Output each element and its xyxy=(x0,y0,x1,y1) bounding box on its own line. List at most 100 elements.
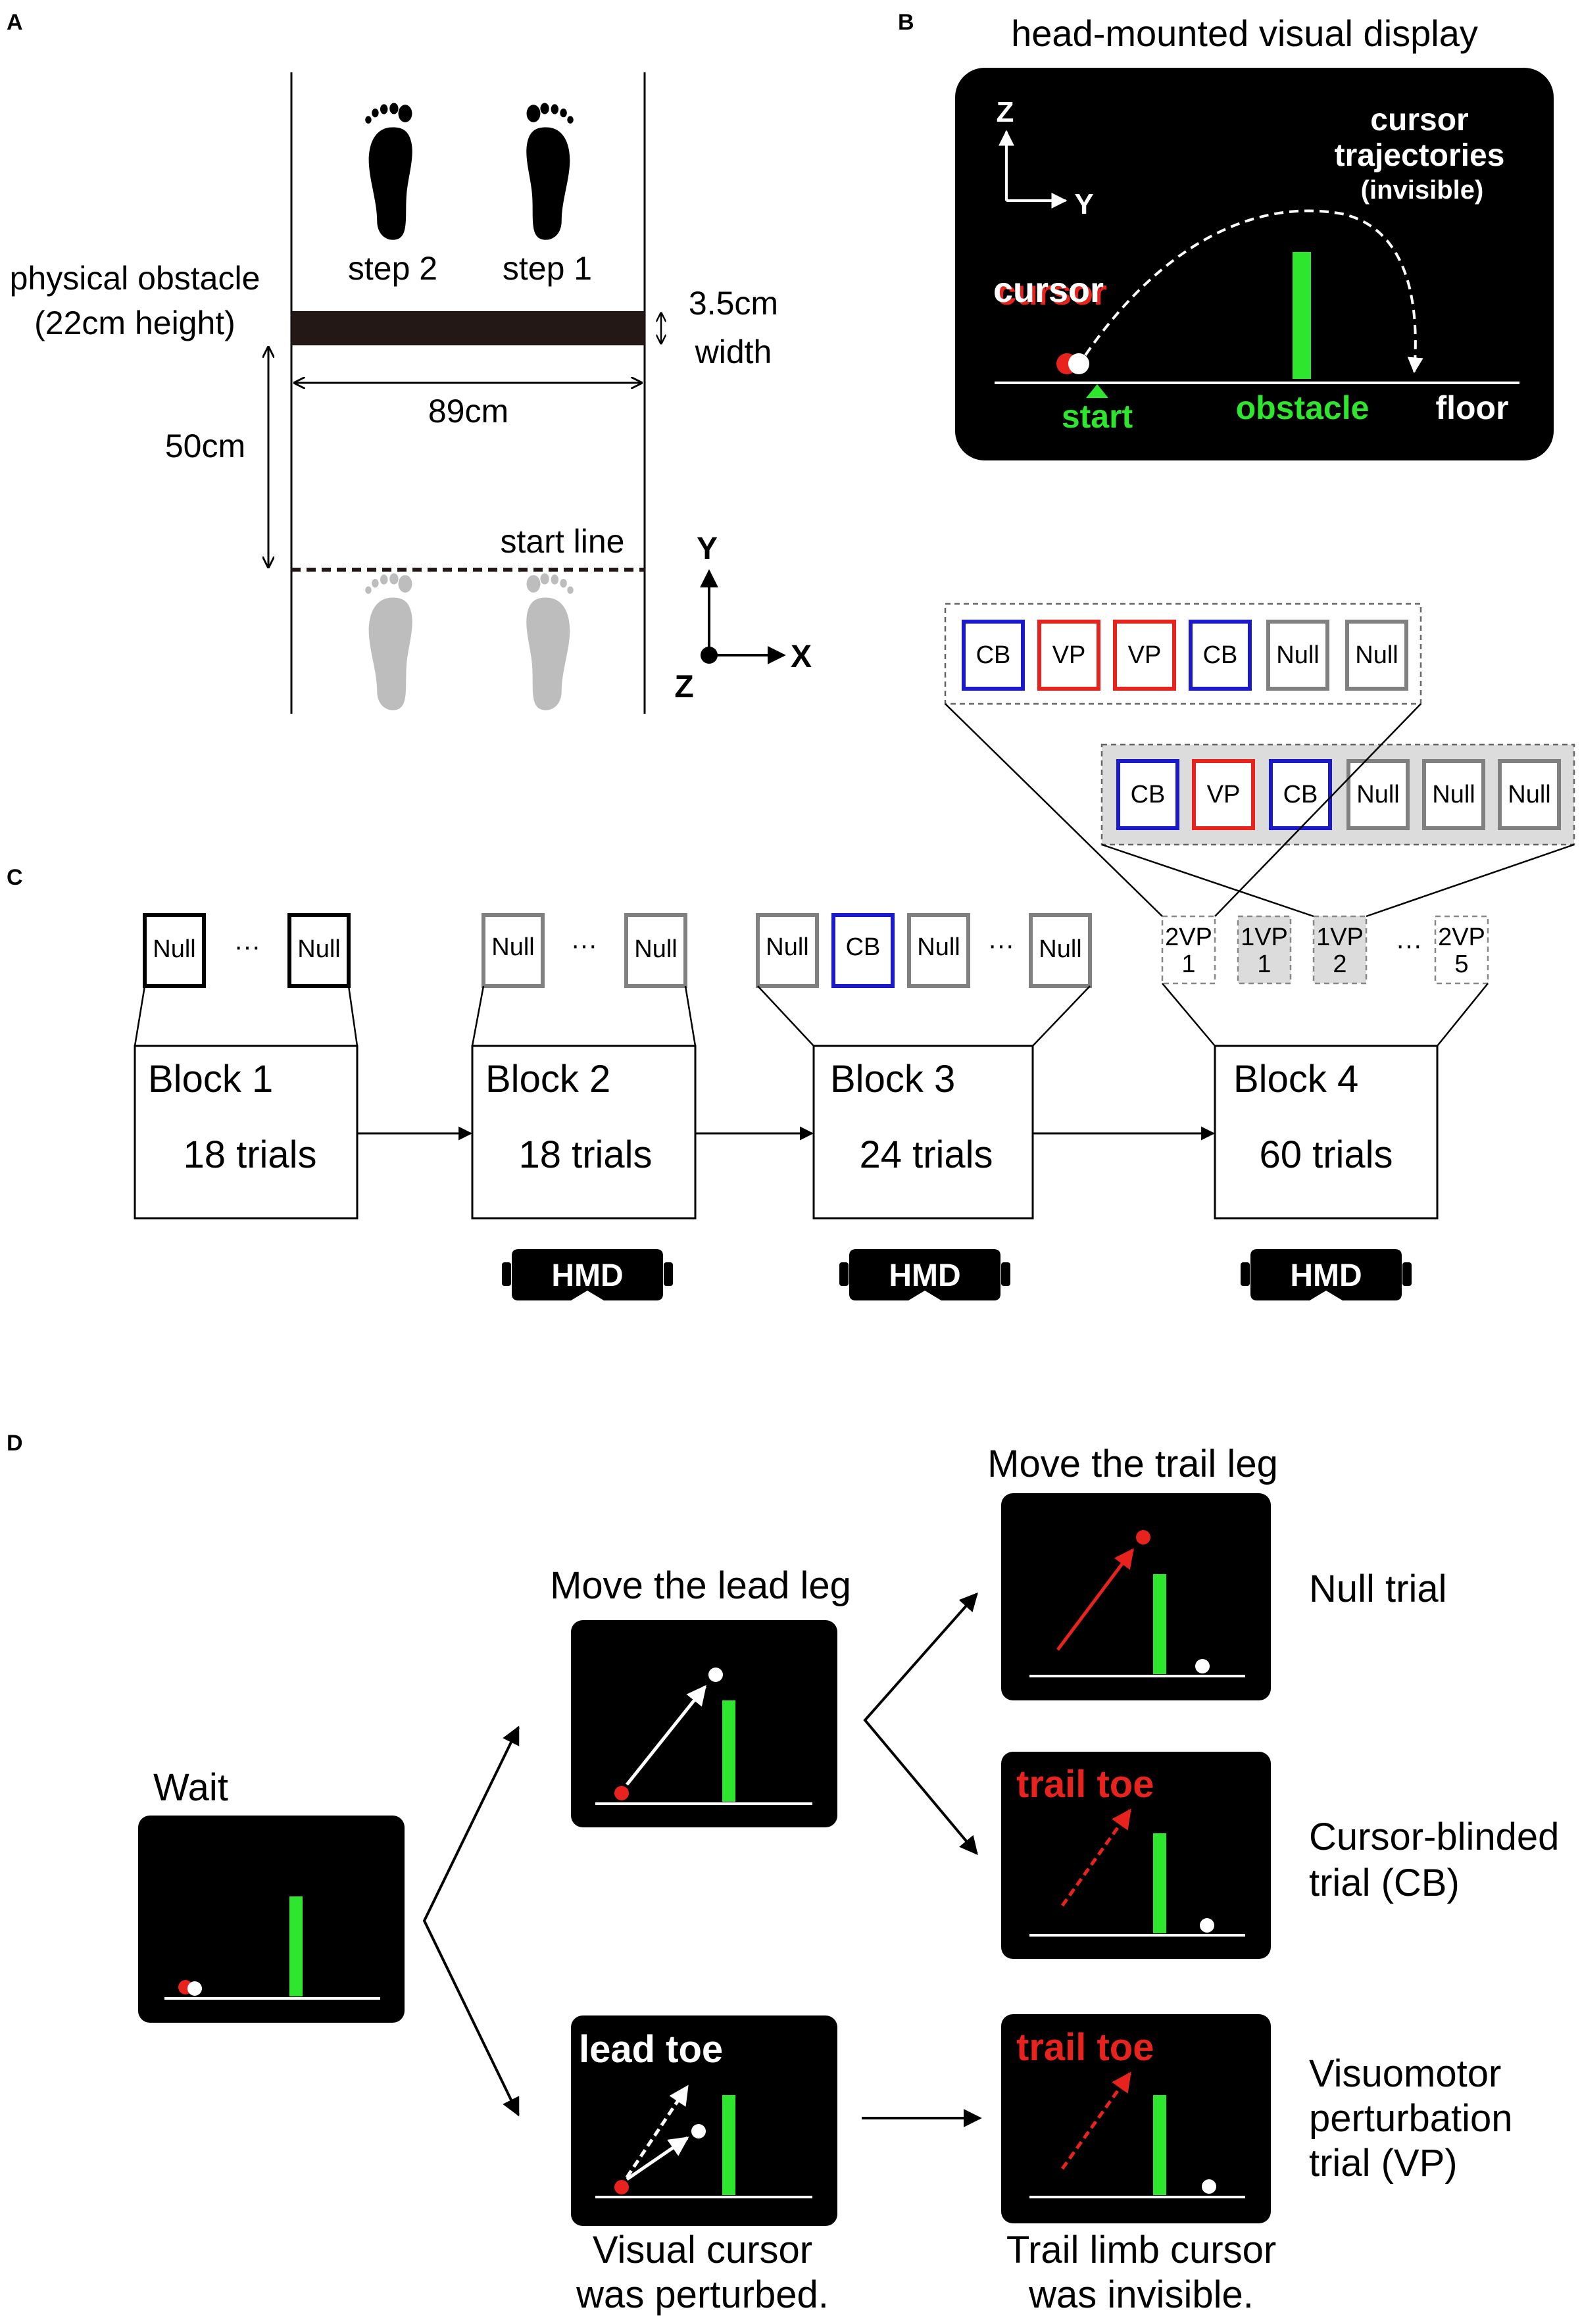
floor-label: floor xyxy=(1435,389,1508,426)
screen-obstacle xyxy=(289,1896,303,1996)
cursor-red-dot xyxy=(614,1786,629,1800)
cursor-label: cursor xyxy=(993,270,1104,310)
trial-label: CB xyxy=(1283,781,1318,808)
wait-label: Wait xyxy=(153,1766,228,1809)
axis-x-label: X xyxy=(791,639,812,674)
label-step1: step 1 xyxy=(503,250,592,287)
ellipsis: ··· xyxy=(1396,931,1422,960)
trial-label: Null xyxy=(491,933,534,961)
subblock-1vp xyxy=(1237,915,1292,985)
trial-label: Null xyxy=(297,935,340,963)
screen-obstacle xyxy=(722,1700,735,1802)
panel-a: step 2 step 1 physical obstacle (22cm he… xyxy=(10,72,812,714)
panel-label-a: A xyxy=(7,10,23,35)
lead-toe-label: lead toe xyxy=(579,2028,723,2071)
panel-d: Wait Move the lead leg Move the trail le… xyxy=(138,1443,1559,2316)
screen-axis-y-label: Y xyxy=(1074,188,1093,220)
cb-label-line1: Cursor-blinded xyxy=(1309,1816,1559,1858)
panel-label-d: D xyxy=(7,1431,23,1456)
expansion-connectors xyxy=(945,703,1575,918)
lead-move-label: Move the lead leg xyxy=(550,1564,851,1607)
trial-label: Null xyxy=(1356,781,1399,808)
foot-step1-icon xyxy=(526,103,574,239)
panel-label-c: C xyxy=(7,865,23,890)
obstacle-label-line2: (22cm height) xyxy=(34,305,235,341)
hmd-label: HMD xyxy=(551,1258,623,1293)
trial-null xyxy=(624,913,687,988)
trial-cb xyxy=(1189,620,1252,691)
cursor-white-dot xyxy=(1202,2179,1216,2194)
walkway-width-label: 89cm xyxy=(428,393,508,430)
screen-null xyxy=(1001,1493,1271,1700)
subblock-index: 1 xyxy=(1181,951,1195,978)
trial-label: Null xyxy=(634,935,677,963)
trial-null xyxy=(1345,620,1408,691)
panel-b: head-mounted visual display Z Y cursor t… xyxy=(955,12,1554,460)
trial-label: CB xyxy=(846,933,881,961)
cursor-label-shadow: cursor xyxy=(997,273,1107,312)
hmd-screen xyxy=(955,68,1554,460)
block-trials: 60 trials xyxy=(1259,1133,1393,1176)
trial-label: Null xyxy=(1276,641,1319,669)
vp-label-line1: Visuomotor xyxy=(1309,2052,1501,2095)
subblock-index: 2 xyxy=(1333,951,1346,978)
screen-axis-z-label: Z xyxy=(997,96,1014,128)
vp-label-line3: trial (VP) xyxy=(1309,2142,1458,2185)
trail-toe-label: trail toe xyxy=(1016,2026,1154,2069)
subblock-label: 2VP xyxy=(1438,924,1485,951)
block-name: Block 3 xyxy=(830,1058,955,1100)
cursor-white-dot xyxy=(1068,353,1089,374)
block-trials: 18 trials xyxy=(183,1133,316,1176)
block-name: Block 4 xyxy=(1233,1058,1358,1100)
trail-move-label: Move the trail leg xyxy=(987,1443,1278,1485)
sequence-1vp-panel xyxy=(1100,743,1575,846)
block-trials: 24 trials xyxy=(859,1133,993,1176)
trial-label: Null xyxy=(766,933,808,961)
block-4 xyxy=(1214,1045,1439,1220)
invisible-caption-line2: was invisible. xyxy=(1028,2273,1254,2316)
screen-obstacle xyxy=(722,2095,735,2195)
perturbed-caption-line1: Visual cursor xyxy=(593,2229,812,2271)
axis-y-label: Y xyxy=(697,532,718,566)
obstacle-label-line1: physical obstacle xyxy=(10,260,260,297)
traj-label-line2: trajectories xyxy=(1335,138,1505,173)
width-label: width xyxy=(695,334,772,370)
trial-label: VP xyxy=(1207,781,1241,808)
physical-obstacle-bar xyxy=(291,311,645,345)
cursor-white-dot xyxy=(187,1981,202,1996)
subblock-1vp xyxy=(1312,915,1368,985)
trial-null xyxy=(287,913,351,988)
hmd-display-title: head-mounted visual display xyxy=(1011,12,1478,54)
traj-label-line3: (invisible) xyxy=(1361,176,1484,205)
subblock-index: 1 xyxy=(1257,951,1271,978)
block-1 xyxy=(134,1045,358,1220)
cursor-white-dot xyxy=(1195,1659,1210,1673)
null-trial-label: Null trial xyxy=(1309,1568,1447,1610)
trial-label: Null xyxy=(917,933,960,961)
trial-label: CB xyxy=(1131,781,1166,808)
lead-move-arrow xyxy=(626,1685,706,1786)
trial-cb xyxy=(1116,759,1179,830)
label-step2: step 2 xyxy=(348,250,437,287)
trial-label: VP xyxy=(1052,641,1086,669)
invisible-caption-line1: Trail limb cursor xyxy=(1006,2229,1276,2271)
trial-cb xyxy=(831,913,895,988)
trial-label: Null xyxy=(153,935,195,963)
trial-label: Null xyxy=(1355,641,1398,669)
screen-obstacle xyxy=(1153,2095,1166,2195)
trial-null xyxy=(1422,759,1485,830)
panel-c: Null ··· Null Null ··· Null Null CB Null… xyxy=(134,603,1575,1300)
axis-z-label: Z xyxy=(674,670,693,705)
trial-cb xyxy=(1269,759,1332,830)
trial-null xyxy=(1029,913,1092,988)
cursor-white-dot xyxy=(691,2124,706,2139)
screen-obstacle xyxy=(1153,1833,1166,1933)
block-name: Block 1 xyxy=(148,1058,273,1100)
cursor-white-dot xyxy=(1200,1918,1214,1933)
fork2-arrowhead-bottom xyxy=(959,1835,978,1856)
trail-dashed-arrow xyxy=(1060,2071,1132,2170)
trial-null xyxy=(1498,759,1561,830)
trial-vp xyxy=(1192,759,1255,830)
start-marker-icon xyxy=(1086,384,1108,398)
panel-label-b: B xyxy=(898,10,914,35)
